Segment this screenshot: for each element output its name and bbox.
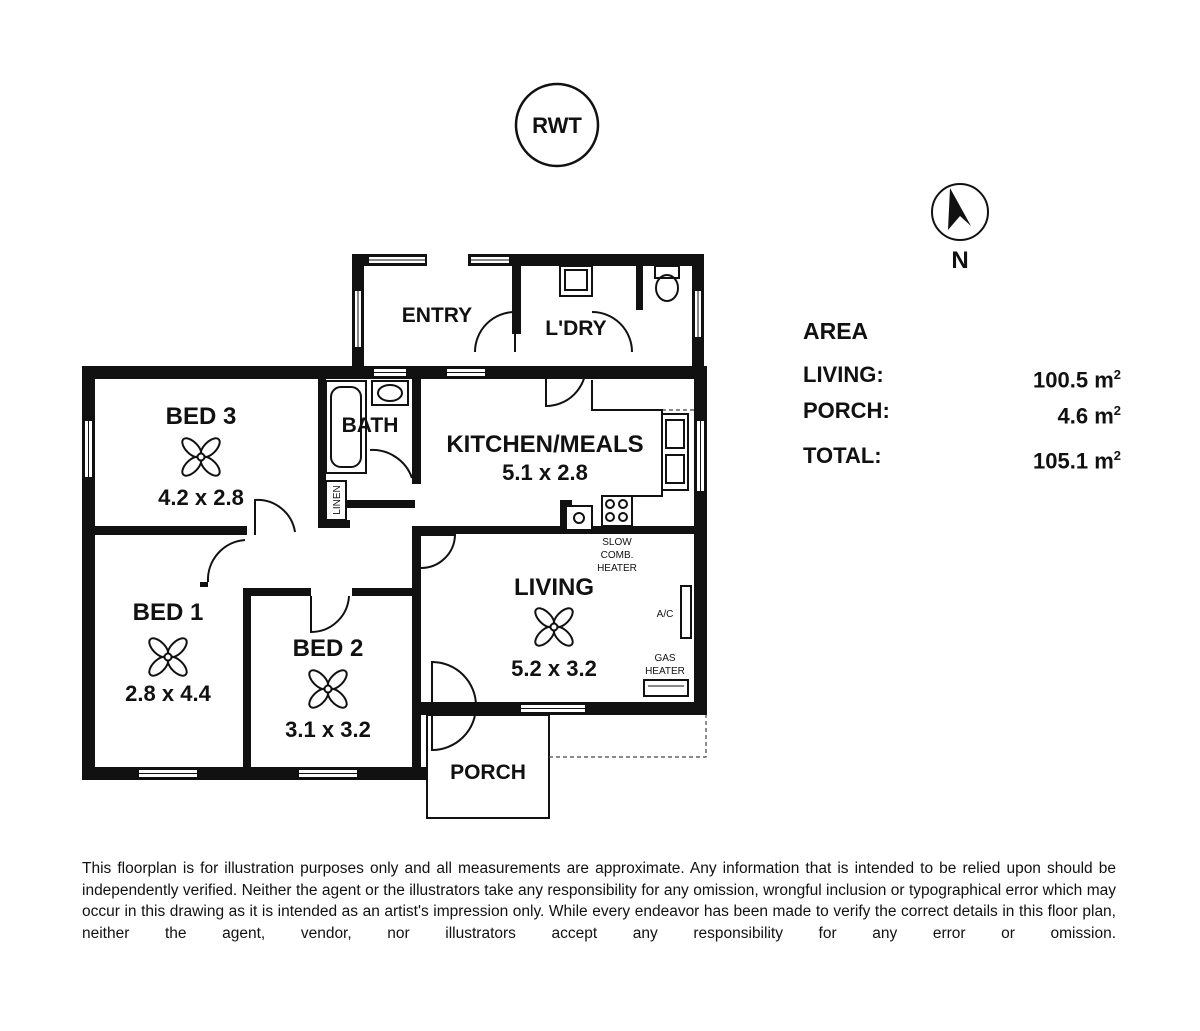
bath-basin	[371, 380, 409, 406]
area-row-porch: PORCH: 4.6 m2	[803, 395, 1121, 431]
room-label-entry: ENTRY	[402, 304, 472, 327]
room-label-living: LIVING	[514, 574, 594, 601]
ceiling-fan-icon	[305, 666, 351, 712]
compass-label: N	[951, 247, 968, 274]
rwt-label: RWT	[532, 113, 582, 138]
linen-cupboard	[325, 480, 347, 521]
overhead-cupboards	[591, 380, 694, 411]
area-value: 100.5 m2	[1033, 367, 1121, 393]
ac-label: A/C	[657, 609, 674, 620]
ceiling-fan-icon	[145, 634, 191, 680]
laundry-tub	[559, 265, 593, 297]
room-size-bed2: 3.1 x 3.2	[285, 717, 371, 742]
room-size-living: 5.2 x 3.2	[511, 656, 597, 681]
room-label-bath: BATH	[342, 414, 399, 437]
slow-comb-heater-label-line1: SLOW	[602, 537, 632, 548]
area-total-value: 105.1 m2	[1033, 447, 1121, 473]
air-conditioner-icon	[680, 585, 692, 639]
room-label-bed2: BED 2	[293, 635, 364, 662]
verandah-dashed	[549, 715, 707, 758]
slow-combustion-heater-icon	[560, 500, 593, 531]
ceiling-fan-icon	[531, 604, 577, 650]
room-size-kitchen: 5.1 x 2.8	[502, 460, 588, 485]
room-label-kitchen: KITCHEN/MEALS	[446, 431, 643, 458]
gas-heater-label-line1: GAS	[654, 653, 675, 664]
area-label: LIVING:	[803, 362, 884, 387]
area-value: 4.6 m2	[1057, 403, 1122, 429]
room-size-bed1: 2.8 x 4.4	[125, 681, 211, 706]
room-label-porch: PORCH	[450, 761, 526, 784]
room-size-bed3: 4.2 x 2.8	[158, 485, 244, 510]
stove-icon	[601, 495, 633, 527]
gas-heater-icon	[643, 679, 689, 697]
room-label-laundry: L'DRY	[545, 317, 606, 340]
toilet	[654, 265, 680, 302]
windows	[83, 255, 706, 779]
area-total-label: TOTAL:	[803, 442, 882, 468]
area-title: AREA	[803, 318, 869, 344]
rainwater-tank: RWT	[514, 82, 600, 168]
room-label-bed3: BED 3	[166, 403, 237, 430]
area-row-total: TOTAL: 105.1 m2	[803, 440, 1121, 476]
north-arrow-icon: N	[931, 183, 989, 274]
slow-comb-heater-label-line3: HEATER	[597, 563, 637, 574]
room-label-bed1: BED 1	[133, 599, 204, 626]
slow-comb-heater-label-line2: COMB.	[601, 550, 634, 561]
bathtub	[325, 380, 367, 474]
porch-outline	[426, 714, 550, 819]
gas-heater-label-line2: HEATER	[645, 666, 685, 677]
room-label-linen: LINEN	[332, 485, 343, 514]
area-label: PORCH:	[803, 398, 890, 424]
ceiling-fan-icon	[178, 434, 224, 480]
area-summary: AREA LIVING: 100.5 m2 PORCH: 4.6 m2 TOTA…	[803, 318, 1121, 476]
area-row-living: LIVING: 100.5 m2	[803, 359, 1121, 395]
disclaimer-text: This floorplan is for illustration purpo…	[82, 860, 1116, 942]
